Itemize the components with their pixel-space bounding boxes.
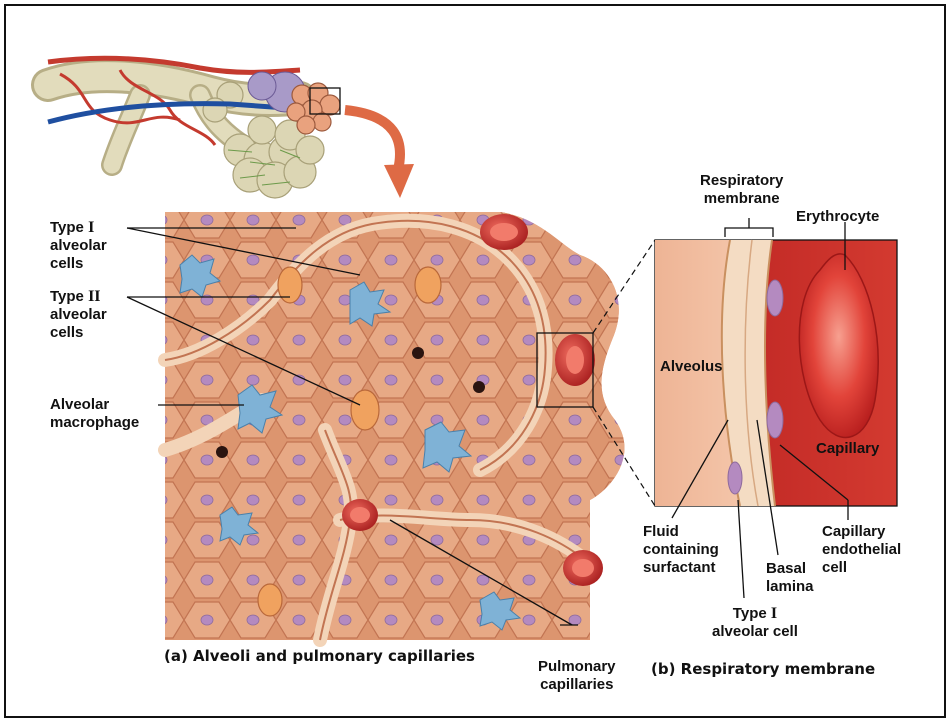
label-capillary: Capillary <box>816 440 879 457</box>
label-pulmonary-capillaries: Pulmonary capillaries <box>538 658 616 694</box>
label-erythrocyte: Erythrocyte <box>796 208 879 226</box>
label-respiratory-membrane: Respiratory membrane <box>700 172 783 208</box>
label-basal-lamina: Basal lamina <box>766 560 814 596</box>
label-capillary-endothelial-cell: Capillary endothelial cell <box>822 523 901 577</box>
caption-panel-a: (a) Alveoli and pulmonary capillaries <box>164 647 475 665</box>
bronchial-tree-illustration <box>48 58 340 198</box>
label-alveolar-macrophage: Alveolar macrophage <box>50 396 139 432</box>
caption-panel-b: (b) Respiratory membrane <box>651 660 875 678</box>
label-alveolus: Alveolus <box>660 358 723 375</box>
zoom-arrow <box>345 110 414 198</box>
alveoli-illustration <box>165 212 625 640</box>
label-fluid-containing-surfactant: Fluid containing surfactant <box>643 523 719 577</box>
